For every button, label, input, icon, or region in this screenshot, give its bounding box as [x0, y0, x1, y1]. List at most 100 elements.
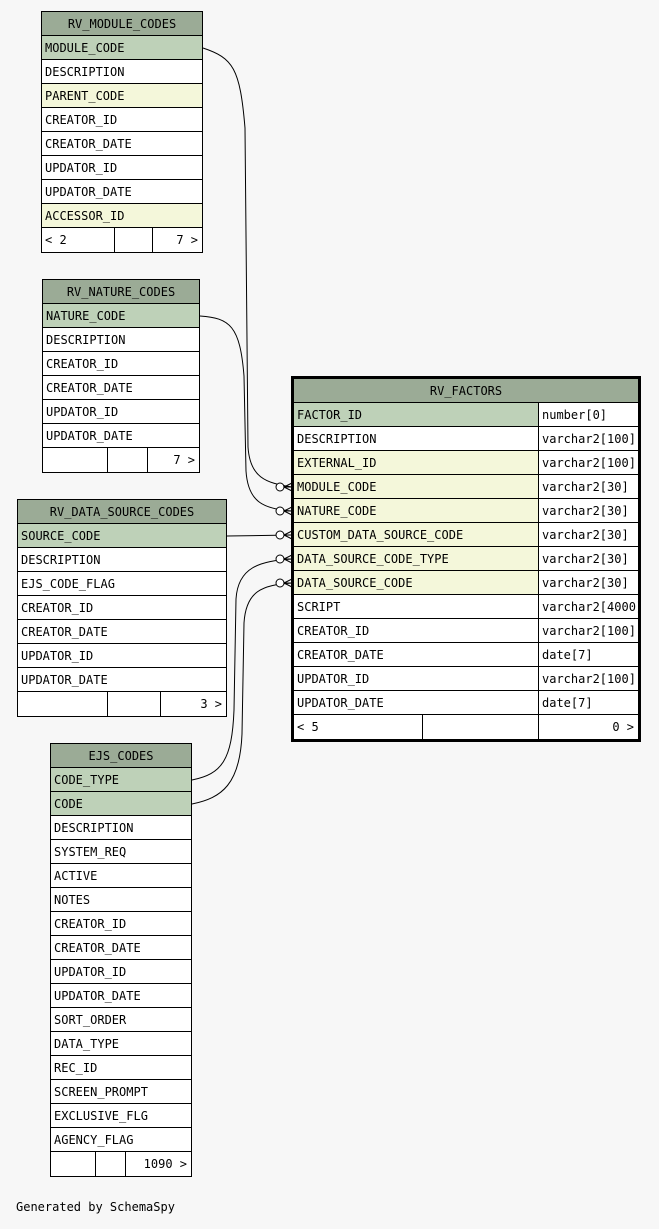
- column-row[interactable]: CREATOR_ID: [42, 108, 202, 132]
- column-row[interactable]: NATURE_CODE: [43, 304, 199, 328]
- column-type: varchar2[30]: [538, 547, 638, 570]
- column-row[interactable]: UPDATOR_DATE: [43, 424, 199, 448]
- table-rv-data-source-codes[interactable]: RV_DATA_SOURCE_CODES SOURCE_CODE DESCRIPTI…: [17, 499, 227, 717]
- column-row[interactable]: FACTOR_ID number[0]: [294, 403, 638, 427]
- column-row[interactable]: UPDATOR_ID: [18, 644, 226, 668]
- column-type: date[7]: [538, 691, 638, 714]
- column-row[interactable]: DESCRIPTION: [42, 60, 202, 84]
- table-name: RV_FACTORS: [429, 384, 503, 398]
- column-row[interactable]: CREATOR_DATE: [42, 132, 202, 156]
- column-name: PARENT_CODE: [45, 89, 125, 103]
- column-row[interactable]: UPDATOR_ID: [51, 960, 191, 984]
- column-row[interactable]: CREATOR_ID: [18, 596, 226, 620]
- column-name: DESCRIPTION: [21, 553, 101, 567]
- column-row[interactable]: DESCRIPTION: [18, 548, 226, 572]
- column-row[interactable]: CREATOR_DATE: [51, 936, 191, 960]
- column-name: UPDATOR_ID: [21, 649, 94, 663]
- crows-foot-marker: [283, 578, 293, 588]
- optional-marker: [275, 506, 285, 516]
- column-type: varchar2[100]: [538, 451, 638, 474]
- table-name: RV_DATA_SOURCE_CODES: [49, 505, 195, 519]
- column-row[interactable]: DATA_SOURCE_CODE varchar2[30]: [294, 571, 638, 595]
- column-row[interactable]: UPDATOR_ID: [42, 156, 202, 180]
- column-row[interactable]: DATA_TYPE: [51, 1032, 191, 1056]
- column-name: UPDATOR_DATE: [297, 696, 384, 710]
- column-row[interactable]: CREATOR_DATE: [18, 620, 226, 644]
- column-row[interactable]: UPDATOR_DATE date[7]: [294, 691, 638, 715]
- column-name: AGENCY_FLAG: [54, 1133, 134, 1147]
- column-name: UPDATOR_ID: [297, 672, 370, 686]
- column-type: number[0]: [538, 403, 638, 426]
- table-header[interactable]: RV_DATA_SOURCE_CODES: [18, 500, 226, 524]
- column-row[interactable]: CREATOR_ID: [43, 352, 199, 376]
- column-row[interactable]: UPDATOR_ID: [43, 400, 199, 424]
- column-row[interactable]: SCREEN_PROMPT: [51, 1080, 191, 1104]
- column-row[interactable]: UPDATOR_DATE: [51, 984, 191, 1008]
- optional-marker: [275, 554, 285, 564]
- column-row[interactable]: MODULE_CODE: [42, 36, 202, 60]
- column-row[interactable]: NOTES: [51, 888, 191, 912]
- column-row[interactable]: SYSTEM_REQ: [51, 840, 191, 864]
- column-name: CREATOR_ID: [297, 624, 370, 638]
- column-type: varchar2[30]: [538, 571, 638, 594]
- child-count: 3 >: [160, 692, 226, 716]
- column-row[interactable]: ACTIVE: [51, 864, 191, 888]
- column-type: varchar2[4000]: [538, 595, 638, 618]
- column-name: DESCRIPTION: [46, 333, 126, 347]
- column-row[interactable]: ACCESSOR_ID: [42, 204, 202, 228]
- column-row[interactable]: DESCRIPTION: [51, 816, 191, 840]
- column-type: varchar2[30]: [538, 475, 638, 498]
- column-row[interactable]: DESCRIPTION: [43, 328, 199, 352]
- column-row[interactable]: CREATOR_ID: [51, 912, 191, 936]
- column-row[interactable]: UPDATOR_DATE: [18, 668, 226, 692]
- column-name: DATA_SOURCE_CODE: [297, 576, 413, 590]
- table-header[interactable]: RV_FACTORS: [294, 379, 638, 403]
- table-footer: 3 >: [18, 692, 226, 716]
- crows-foot-marker: [283, 554, 293, 564]
- column-row[interactable]: CODE_TYPE: [51, 768, 191, 792]
- table-name: EJS_CODES: [88, 749, 154, 763]
- column-row[interactable]: UPDATOR_DATE: [42, 180, 202, 204]
- footer-spacer: [107, 448, 147, 472]
- column-name: DATA_TYPE: [54, 1037, 120, 1051]
- column-name: DESCRIPTION: [45, 65, 125, 79]
- column-name: CREATOR_ID: [21, 601, 94, 615]
- column-row[interactable]: PARENT_CODE: [42, 84, 202, 108]
- column-row[interactable]: EXCLUSIVE_FLG: [51, 1104, 191, 1128]
- column-name: EXCLUSIVE_FLG: [54, 1109, 148, 1123]
- column-name: FACTOR_ID: [297, 408, 363, 422]
- column-row[interactable]: CREATOR_DATE: [43, 376, 199, 400]
- column-row[interactable]: REC_ID: [51, 1056, 191, 1080]
- column-row[interactable]: SOURCE_CODE: [18, 524, 226, 548]
- column-name: CREATOR_DATE: [45, 137, 132, 151]
- table-header[interactable]: RV_MODULE_CODES: [42, 12, 202, 36]
- table-header[interactable]: RV_NATURE_CODES: [43, 280, 199, 304]
- column-name: SOURCE_CODE: [21, 529, 101, 543]
- column-row[interactable]: EJS_CODE_FLAG: [18, 572, 226, 596]
- column-row[interactable]: AGENCY_FLAG: [51, 1128, 191, 1152]
- column-row[interactable]: SORT_ORDER: [51, 1008, 191, 1032]
- column-row[interactable]: CODE: [51, 792, 191, 816]
- table-name: RV_NATURE_CODES: [66, 285, 176, 299]
- column-name: NATURE_CODE: [297, 504, 377, 518]
- column-type: date[7]: [538, 643, 638, 666]
- column-name: CREATOR_ID: [46, 357, 119, 371]
- table-header[interactable]: EJS_CODES: [51, 744, 191, 768]
- table-rv-nature-codes[interactable]: RV_NATURE_CODES NATURE_CODE DESCRIPTION CRE…: [42, 279, 200, 473]
